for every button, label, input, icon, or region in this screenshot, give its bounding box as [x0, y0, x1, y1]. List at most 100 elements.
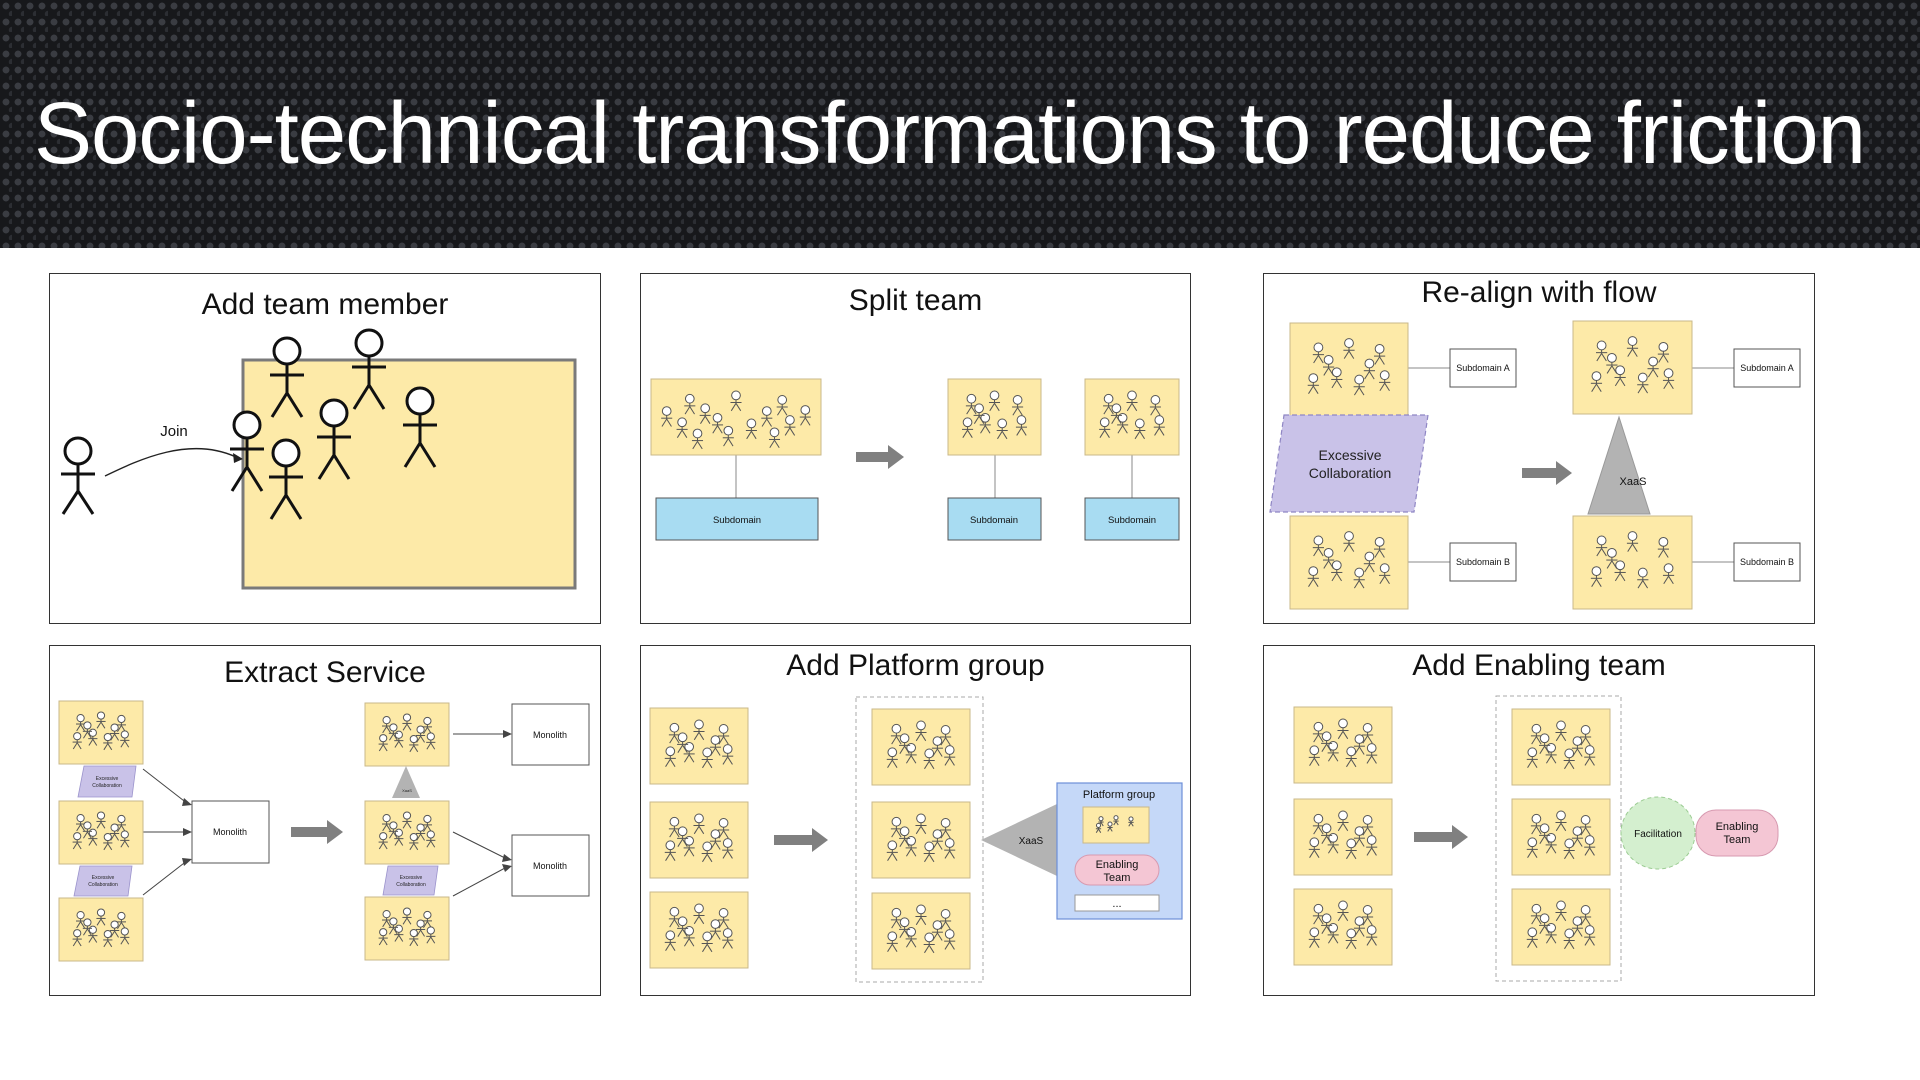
- join-arrow: [104, 447, 237, 477]
- enabling-team-line1: Enabling: [1716, 821, 1759, 833]
- enabling-team-line2: Team: [1724, 834, 1751, 846]
- panel-title: Add Enabling team: [1412, 649, 1666, 682]
- xaas-label: XaaS: [402, 788, 412, 793]
- panel-add-enabling-team: Add Enabling team Facilitation Enabling …: [1263, 645, 1815, 996]
- enabling-team-line1: Enabling: [1096, 859, 1139, 871]
- add-team-member-diagram: Join: [61, 328, 577, 590]
- subdomain-box: [947, 497, 1042, 541]
- team-box: [1572, 320, 1693, 415]
- enabling-team-pill: [1695, 809, 1779, 857]
- panel-add-team-member: Add team member Join: [49, 273, 601, 624]
- xaas-triangle: [392, 766, 420, 798]
- subdomain-b-box: [1449, 542, 1517, 582]
- team-box: [1572, 515, 1693, 610]
- split-team-diagram: Subdomain Subdomain Subdomain: [650, 378, 1180, 541]
- subdomain-a-box: [1449, 348, 1517, 388]
- monolith-box: [511, 834, 590, 897]
- new-member-figure: [61, 436, 95, 515]
- join-label: Join: [160, 423, 188, 440]
- team-box: [871, 708, 971, 786]
- transform-arrow: [1522, 461, 1572, 485]
- team-box: [364, 896, 450, 961]
- platform-group-diagram: XaaS Platform group Enabling Team ...: [649, 696, 1183, 983]
- excessive-collaboration-line2: Collaboration: [1309, 465, 1392, 481]
- more-teams-box: [1074, 894, 1160, 912]
- team-box: [1293, 888, 1393, 966]
- team-box: [871, 801, 971, 879]
- team-member-figure: [230, 410, 264, 492]
- panel-split-team: Split team Subdomain Subdomain Subdomain: [640, 273, 1191, 624]
- panel-extract-service: Extract Service Excessive Collaboration …: [49, 645, 601, 996]
- monolith-label: Monolith: [533, 861, 567, 871]
- facilitation-circle: [1620, 796, 1696, 870]
- panel-title: Re-align with flow: [1421, 276, 1657, 309]
- team-box: [364, 702, 450, 767]
- excessive-collaboration-line1: Excessive: [400, 875, 423, 881]
- transform-arrow: [1414, 825, 1468, 849]
- enabling-team-pill: [1074, 854, 1160, 886]
- enabling-team-diagram: Facilitation Enabling Team: [1293, 695, 1779, 982]
- team-member-figure: [269, 438, 303, 520]
- team-box: [1293, 706, 1393, 784]
- subdomain-label: Subdomain: [713, 515, 761, 526]
- team-box: [1511, 888, 1611, 966]
- excessive-collaboration-box: [1269, 414, 1429, 513]
- team-box: [58, 897, 144, 962]
- team-box: [649, 707, 749, 785]
- xaas-triangle: [981, 804, 1057, 876]
- team-box: [1511, 708, 1611, 786]
- subdomain-b-box: [1733, 542, 1801, 582]
- connector-lines: [142, 733, 506, 897]
- extract-service-diagram: Excessive Collaboration Excessive Collab…: [58, 700, 590, 962]
- subdomain-box: [655, 497, 819, 541]
- subdomain-box: [1084, 497, 1180, 541]
- xaas-triangle: [1587, 415, 1651, 515]
- subdomain-a-label: Subdomain A: [1740, 363, 1794, 373]
- transform-arrow: [774, 828, 828, 852]
- team-box: [1511, 798, 1611, 876]
- excessive-collaboration-line1: Excessive: [96, 776, 119, 782]
- team-member-figure: [403, 386, 437, 468]
- monolith-box: [511, 703, 590, 766]
- realign-diagram: XaaS Excessive Collaboration Subdomain A…: [1269, 320, 1801, 610]
- monolith-box: [191, 800, 270, 864]
- team-member-figures: [230, 328, 437, 520]
- subdomain-a-box: [1733, 348, 1801, 388]
- panel-title: Extract Service: [224, 656, 426, 689]
- subdomain-label: Subdomain: [1108, 515, 1156, 526]
- excessive-collaboration-line1: Excessive: [1318, 447, 1381, 463]
- slide-header: Socio-technical transformations to reduc…: [0, 0, 1920, 248]
- xaas-label: XaaS: [1620, 476, 1647, 488]
- excessive-collaboration-line2: Collaboration: [92, 783, 122, 789]
- team-member-figure: [317, 398, 351, 480]
- team-box: [649, 801, 749, 879]
- team-box: [1084, 378, 1180, 456]
- monolith-label: Monolith: [213, 827, 247, 837]
- xaas-label: XaaS: [1019, 836, 1044, 847]
- excessive-collaboration-box: [382, 865, 439, 896]
- enabling-team-line2: Team: [1104, 872, 1131, 884]
- team-box: [947, 378, 1042, 456]
- excessive-collaboration-line1: Excessive: [92, 875, 115, 881]
- team-box: [1289, 515, 1409, 610]
- panel-add-platform-group: Add Platform group XaaS Platform group E…: [640, 645, 1191, 996]
- subdomain-b-label: Subdomain B: [1740, 557, 1794, 567]
- team-member-figure: [270, 336, 304, 418]
- transform-arrow: [291, 820, 343, 844]
- team-box: [650, 378, 822, 456]
- team-box: [871, 892, 971, 970]
- panel-title: Split team: [848, 284, 983, 317]
- team-box: [1293, 798, 1393, 876]
- excessive-collaboration-line2: Collaboration: [396, 882, 426, 888]
- excessive-collaboration-box: [77, 765, 137, 798]
- slide-title: Socio-technical transformations to reduc…: [34, 85, 1866, 182]
- monolith-label: Monolith: [533, 730, 567, 740]
- platform-group-label: Platform group: [1083, 789, 1155, 801]
- team-box: [1082, 806, 1150, 844]
- transform-arrow: [856, 445, 904, 469]
- subdomain-label: Subdomain: [970, 515, 1018, 526]
- panel-realign-with-flow: Re-align with flow XaaS Excessive Collab…: [1263, 273, 1815, 624]
- excessive-collaboration-box: [73, 865, 133, 897]
- subdomain-a-label: Subdomain A: [1456, 363, 1510, 373]
- team-box: [1289, 322, 1409, 417]
